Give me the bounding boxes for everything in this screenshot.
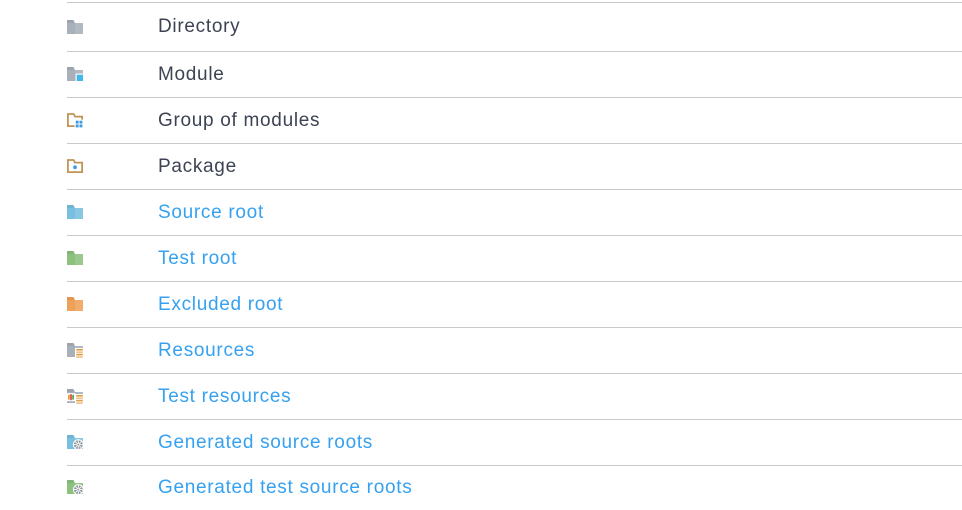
table-row: Module <box>67 52 962 98</box>
row-label: Group of modules <box>158 109 321 131</box>
source-root-folder-icon <box>67 205 84 220</box>
test-resources-folder-icon <box>67 388 84 405</box>
generated-test-source-roots-link[interactable]: Generated test source roots <box>158 477 413 498</box>
table-row: Excluded root <box>67 282 962 328</box>
icons-reference-table: Directory Module Group of modules <box>67 2 962 510</box>
resources-link[interactable]: Resources <box>158 339 256 361</box>
generated-source-roots-link[interactable]: Generated source roots <box>158 431 374 453</box>
row-label: Directory <box>158 16 241 37</box>
row-label: Package <box>158 155 237 177</box>
excluded-root-link[interactable]: Excluded root <box>158 293 284 315</box>
table-row: Test resources <box>67 374 962 420</box>
excluded-root-folder-icon <box>67 297 84 312</box>
table-row: Source root <box>67 190 962 236</box>
test-root-folder-icon <box>67 251 84 266</box>
table-row: Resources <box>67 328 962 374</box>
table-row: Test root <box>67 236 962 282</box>
generated-source-root-folder-icon <box>67 434 84 450</box>
test-resources-link[interactable]: Test resources <box>158 385 292 407</box>
table-row: Package <box>67 144 962 190</box>
directory-folder-icon <box>67 19 84 35</box>
table-row: Generated test source roots <box>67 466 962 510</box>
module-folder-icon <box>67 67 84 82</box>
package-icon <box>67 159 84 174</box>
group-of-modules-icon <box>67 113 84 128</box>
table-row: Group of modules <box>67 98 962 144</box>
table-row: Directory <box>67 3 962 52</box>
test-root-link[interactable]: Test root <box>158 247 238 269</box>
generated-test-source-root-folder-icon <box>67 480 84 496</box>
resources-folder-icon <box>67 342 84 359</box>
source-root-link[interactable]: Source root <box>158 201 264 223</box>
row-label: Module <box>158 63 225 85</box>
table-row: Generated source roots <box>67 420 962 466</box>
